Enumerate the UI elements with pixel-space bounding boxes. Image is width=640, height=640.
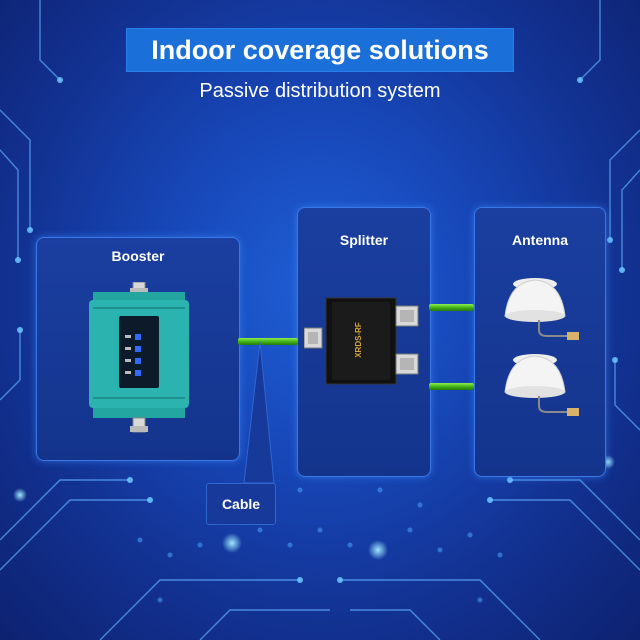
booster-panel: Booster bbox=[36, 237, 240, 461]
ceiling-antenna-icon bbox=[504, 278, 579, 340]
cable-label: Cable bbox=[206, 483, 276, 525]
page-subtitle: Passive distribution system bbox=[199, 80, 441, 102]
ceiling-antenna-icon bbox=[504, 354, 579, 416]
cable-pointer-line bbox=[243, 341, 275, 484]
page-title: Indoor coverage solutions bbox=[126, 28, 514, 72]
splitter-device-icon: XRDS-RF bbox=[304, 297, 419, 385]
antenna-panel: Antenna bbox=[474, 207, 606, 477]
cable-booster-splitter bbox=[238, 338, 298, 345]
booster-label: Booster bbox=[111, 248, 165, 264]
splitter-brand-text: XRDS-RF bbox=[354, 322, 363, 358]
cable-splitter-antenna-top bbox=[429, 304, 474, 311]
splitter-panel: Splitter XRDS-RF bbox=[297, 207, 431, 477]
booster-device-icon bbox=[89, 282, 189, 433]
splitter-label: Splitter bbox=[339, 232, 389, 248]
cable-splitter-antenna-bottom bbox=[429, 383, 474, 390]
antenna-label: Antenna bbox=[512, 232, 568, 248]
